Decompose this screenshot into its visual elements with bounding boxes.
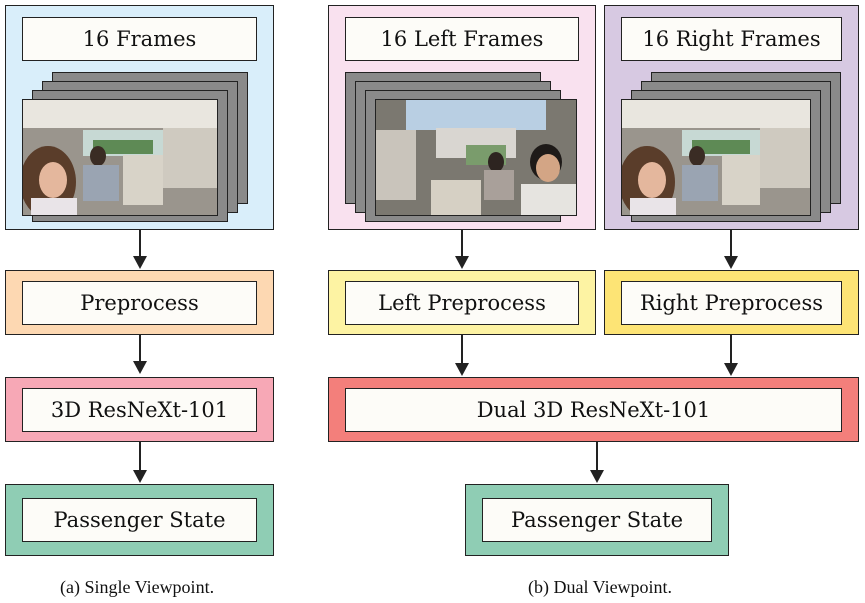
single-output-label: Passenger State [22,498,257,542]
video-frame-front [375,99,577,216]
right-preprocess-label: Right Preprocess [621,281,842,325]
arrow-down [724,230,738,269]
arrow-down [133,442,147,483]
right-frames-label: 16 Right Frames [621,17,842,61]
single-frame-stack [22,72,252,222]
arrow-down [724,335,738,376]
left-frames-label: 16 Left Frames [345,17,579,61]
arrow-down [455,335,469,376]
dual-caption: (b) Dual Viewpoint. [528,577,673,597]
single-caption: (a) Single Viewpoint. [60,577,215,597]
video-frame-front [621,99,811,216]
left-frame-stack [345,72,577,222]
arrow-down [455,230,469,269]
single-model-label: 3D ResNeXt-101 [22,388,257,432]
left-preprocess-label: Left Preprocess [345,281,579,325]
single-frames-label: 16 Frames [22,17,257,61]
car-interior-image [376,100,576,215]
car-interior-image [23,100,217,215]
car-interior-image [622,100,810,215]
dual-output-label: Passenger State [482,498,712,542]
video-frame-front [22,99,218,216]
right-frame-stack [621,72,851,222]
dual-model-label: Dual 3D ResNeXt-101 [345,388,842,432]
arrow-down [133,335,147,374]
arrow-down [133,230,147,269]
single-preprocess-label: Preprocess [22,281,257,325]
arrow-down [590,442,604,483]
